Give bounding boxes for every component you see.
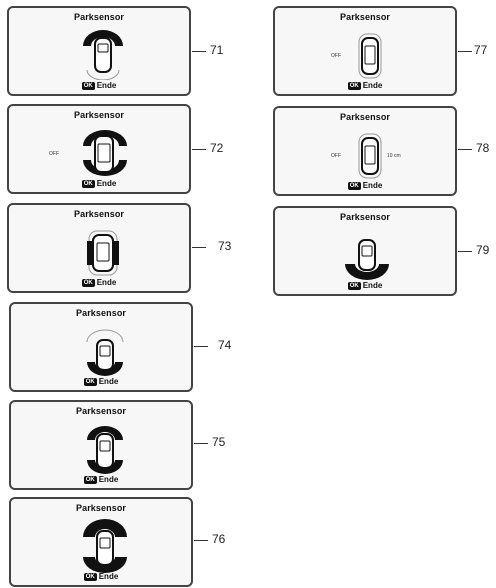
ok-button[interactable]: OK	[84, 573, 97, 581]
ende-label: Ende	[363, 81, 383, 90]
ende-label: Ende	[97, 179, 117, 188]
panel-title: Parksensor	[275, 12, 455, 22]
car-sensor-diagram	[343, 224, 391, 284]
callout-line	[194, 540, 208, 541]
callout-line	[458, 149, 472, 150]
ok-button[interactable]: OK	[84, 378, 97, 386]
car-sensor-diagram	[79, 221, 127, 281]
panel-title: Parksensor	[9, 110, 189, 120]
car-sensor-diagram: OFF	[315, 24, 425, 84]
callout-line	[194, 346, 208, 347]
ende-label: Ende	[99, 572, 119, 581]
off-label: OFF	[49, 151, 59, 157]
ok-button[interactable]: OK	[82, 279, 95, 287]
callout-line	[192, 247, 206, 248]
callout-number: 76	[212, 532, 225, 546]
off-label: OFF	[331, 53, 341, 59]
distance-label: 10 cm	[387, 153, 401, 159]
callout-number: 71	[210, 43, 223, 57]
callout-line	[194, 443, 208, 444]
panel-title: Parksensor	[11, 308, 191, 318]
panel-title: Parksensor	[11, 406, 191, 416]
callout-number: 77	[474, 43, 487, 57]
callout-number: 72	[210, 141, 223, 155]
car-sensor-diagram	[81, 418, 129, 478]
callout-number: 79	[476, 243, 489, 257]
panel-title: Parksensor	[9, 209, 189, 219]
callout-number: 73	[218, 239, 231, 253]
ok-button[interactable]: OK	[84, 476, 97, 484]
callout-line	[192, 51, 206, 52]
car-sensor-diagram	[81, 515, 129, 575]
ende-label: Ende	[363, 281, 383, 290]
callout-line	[458, 51, 472, 52]
ok-button[interactable]: OK	[348, 282, 361, 290]
callout-line	[458, 251, 472, 252]
ok-button[interactable]: OK	[348, 82, 361, 90]
ende-label: Ende	[99, 377, 119, 386]
panel-title: Parksensor	[9, 12, 189, 22]
car-sensor-diagram	[81, 320, 129, 380]
ok-button[interactable]: OK	[82, 82, 95, 90]
car-sensor-diagram: OFF	[49, 122, 159, 182]
car-sensor-diagram: OFF 10 cm	[315, 124, 425, 184]
callout-number: 74	[218, 338, 231, 352]
ende-label: Ende	[97, 81, 117, 90]
panel-title: Parksensor	[275, 112, 455, 122]
panel-title: Parksensor	[11, 503, 191, 513]
ok-button[interactable]: OK	[82, 180, 95, 188]
ende-label: Ende	[97, 278, 117, 287]
off-label: OFF	[331, 153, 341, 159]
ende-label: Ende	[363, 181, 383, 190]
ok-button[interactable]: OK	[348, 182, 361, 190]
callout-number: 78	[476, 141, 489, 155]
car-sensor-diagram	[79, 24, 127, 80]
panel-title: Parksensor	[275, 212, 455, 222]
ende-label: Ende	[99, 475, 119, 484]
callout-line	[192, 149, 206, 150]
callout-number: 75	[212, 435, 225, 449]
